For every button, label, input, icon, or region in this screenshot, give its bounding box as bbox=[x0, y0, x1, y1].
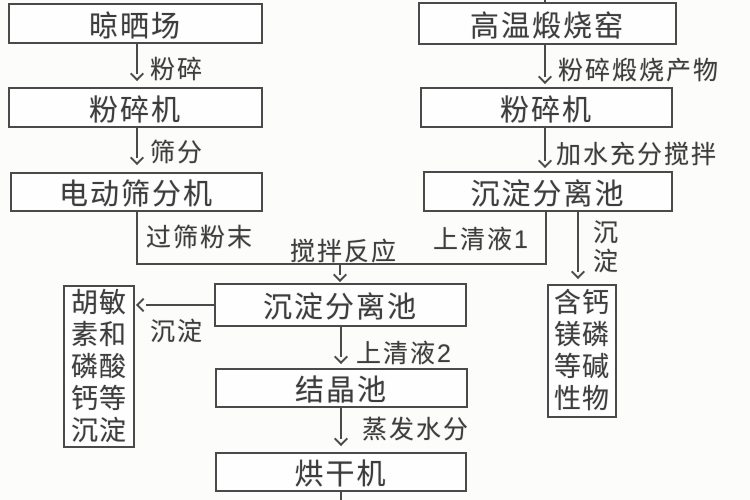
node-humin-precipitate: 胡敏 素和 磷酸 钙等 沉淀 bbox=[63, 285, 135, 448]
label-evaporate-water: 蒸发水分 bbox=[362, 416, 471, 444]
humin-line-5: 沉淀 bbox=[71, 415, 127, 446]
label-supernatant-2: 上清液2 bbox=[356, 340, 453, 368]
sieved-powder-line bbox=[136, 212, 138, 265]
node-drying-yard: 晾晒场 bbox=[8, 3, 263, 44]
alkaline-line-1: 含钙 bbox=[554, 288, 610, 318]
node-crystallization-pond: 结晶池 bbox=[215, 368, 468, 408]
node-high-temp-calcining-kiln: 高温煅烧窑 bbox=[418, 2, 677, 45]
dryer-bottom-stub-line bbox=[340, 492, 342, 500]
arrow-calcined-line bbox=[544, 45, 546, 77]
arrow-crush-head-icon bbox=[129, 66, 145, 82]
label-stirring-reaction: 搅拌反应 bbox=[290, 238, 399, 266]
arrow-supernatant2-line bbox=[340, 327, 342, 357]
node-electric-sieving-machine: 电动筛分机 bbox=[10, 172, 263, 212]
label-crushed-calcined-product: 粉碎煅烧产物 bbox=[558, 57, 721, 85]
humin-line-4: 钙等 bbox=[71, 383, 127, 414]
label-precipitate-right-char-1: 沉 bbox=[593, 219, 619, 247]
label-sieve: 筛分 bbox=[150, 139, 205, 167]
arrow-sieve-line bbox=[136, 128, 138, 158]
humin-line-3: 磷酸 bbox=[71, 351, 127, 382]
label-supernatant-1: 上清液1 bbox=[433, 226, 530, 254]
label-crush: 粉碎 bbox=[150, 56, 205, 84]
alkaline-line-4: 性物 bbox=[554, 384, 610, 414]
arrow-precipitate-right-head-icon bbox=[570, 264, 586, 280]
arrow-evaporate-head-icon bbox=[333, 431, 349, 447]
node-drying-machine: 烘干机 bbox=[215, 452, 467, 492]
humin-line-1: 胡敏 bbox=[71, 287, 127, 318]
node-settling-separation-pond-middle: 沉淀分离池 bbox=[214, 283, 467, 327]
node-settling-separation-pond-right: 沉淀分离池 bbox=[423, 171, 673, 212]
label-sieved-powder: 过筛粉末 bbox=[146, 224, 255, 252]
node-alkaline-product: 含钙 镁磷 等碱 性物 bbox=[547, 284, 617, 418]
arrow-evaporate-line bbox=[340, 408, 342, 439]
kiln-top-stub-line bbox=[544, 0, 546, 4]
humin-line-2: 素和 bbox=[71, 319, 127, 350]
arrow-stirring-head-icon bbox=[332, 267, 348, 283]
arrow-addwater-head-icon bbox=[537, 153, 553, 169]
arrow-crush-line bbox=[136, 44, 138, 74]
label-add-water-fully-stir: 加水充分搅拌 bbox=[556, 141, 719, 169]
supernatant1-line bbox=[545, 212, 547, 265]
node-crusher-left: 粉碎机 bbox=[8, 87, 263, 128]
arrow-precipitate-right-line bbox=[577, 212, 579, 272]
merge-connector-line bbox=[136, 263, 547, 265]
arrow-calcined-head-icon bbox=[537, 69, 553, 85]
arrow-stirring-line bbox=[339, 264, 341, 275]
label-precipitate-right-char-2: 淀 bbox=[593, 248, 619, 276]
label-precipitate-left: 沉淀 bbox=[150, 318, 205, 346]
arrow-sieve-head-icon bbox=[129, 150, 145, 166]
label-precipitate-right: 沉 淀 bbox=[593, 219, 618, 277]
arrow-addwater-line bbox=[544, 128, 546, 161]
arrow-precipitate-left-head-icon bbox=[135, 297, 151, 313]
alkaline-line-2: 镁磷 bbox=[554, 320, 610, 350]
node-crusher-right: 粉碎机 bbox=[420, 87, 673, 128]
arrow-precipitate-left-line bbox=[146, 304, 214, 306]
arrow-supernatant2-head-icon bbox=[333, 349, 349, 365]
alkaline-line-3: 等碱 bbox=[554, 352, 610, 382]
